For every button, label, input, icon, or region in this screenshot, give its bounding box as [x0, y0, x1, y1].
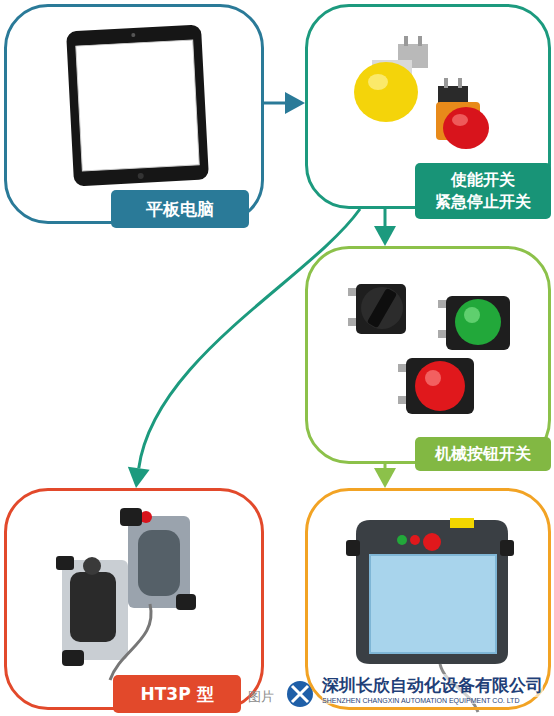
- selector-switch-picture: [348, 284, 406, 334]
- pendant-picture-part: [356, 520, 508, 664]
- enable-switch-picture: [354, 36, 428, 122]
- rounded-box: 平板电脑: [4, 4, 264, 224]
- red-button-picture: [398, 358, 474, 414]
- ht3p-picture-part: [56, 556, 74, 570]
- pendant-picture-part: [423, 533, 441, 551]
- green-button-picture-part: [455, 299, 501, 345]
- ht3p-picture-part: [62, 560, 128, 660]
- arrow-connector: [264, 92, 305, 114]
- ht3p-picture-part: [62, 650, 84, 666]
- emergency-stop-picture: [436, 78, 489, 149]
- rounded-box: 机械按钮开关: [305, 246, 551, 464]
- watermark-logo-part: [287, 681, 313, 707]
- connector-line: [384, 464, 387, 468]
- pendant-picture-part: [346, 540, 360, 556]
- pendant-picture-part: [370, 555, 496, 653]
- selector-switch-picture-part: [361, 287, 403, 329]
- arrow-connector: [374, 464, 396, 488]
- red-button-picture-part: [425, 370, 441, 386]
- green-button-picture-part: [464, 307, 480, 323]
- watermark-logo-part: [292, 686, 308, 702]
- ht3p-picture-part: [83, 557, 101, 575]
- emergency-stop-picture-part: [444, 78, 448, 88]
- arrow-head: [128, 467, 150, 488]
- emergency-stop-picture-part: [443, 107, 489, 149]
- rounded-box: 使能开关 紧急停止开关: [305, 4, 551, 209]
- ht3p-picture-part: [110, 604, 151, 680]
- ht3p-picture-part: [138, 530, 180, 596]
- emergency-stop-picture-part: [458, 78, 462, 88]
- enable-switch-picture-part: [354, 62, 418, 122]
- arrow-connector: [374, 209, 396, 246]
- tablet-picture: [66, 25, 209, 187]
- pendant-picture-part: [450, 518, 474, 528]
- pendant-picture-part: [500, 540, 514, 556]
- green-button-picture: [438, 296, 510, 350]
- green-button-picture-part: [446, 296, 510, 350]
- red-button-picture-part: [406, 358, 474, 414]
- node-label-tab: 平板电脑: [111, 190, 249, 228]
- arrow-connector: [128, 209, 360, 488]
- ht3p-picture: [56, 508, 196, 680]
- arrow-head: [374, 226, 396, 246]
- rounded-box: 深圳长欣自动化设备有限公司SHENZHEN CHANGXIN AUTOMATIO…: [305, 488, 551, 710]
- node-label-tab: HT3P 型: [113, 675, 241, 713]
- tablet-picture-part: [131, 33, 135, 37]
- enable-switch-picture-part: [404, 36, 408, 46]
- emergency-stop-picture-part: [452, 114, 468, 126]
- watermark-text: SHENZHEN CHANGXIN AUTOMATION EQUIPMENT C…: [322, 697, 519, 704]
- node-label-tab: 机械按钮开关: [415, 437, 551, 471]
- pendant-picture-part: [410, 535, 420, 545]
- connector-line: [384, 209, 387, 226]
- watermark-text: 深圳长欣自动化设备有限公司: [322, 674, 543, 697]
- ht3p-picture-part: [176, 594, 196, 610]
- connector-line: [264, 102, 285, 105]
- selector-switch-picture-part: [367, 288, 397, 329]
- connector-line: [139, 209, 360, 468]
- node-label-tab: 使能开关 紧急停止开关: [415, 163, 551, 219]
- enable-switch-picture-part: [368, 74, 388, 90]
- arrow-head: [285, 92, 305, 114]
- red-button-picture-part: [415, 361, 465, 411]
- arrow-head: [374, 468, 396, 488]
- pendant-picture-part: [397, 535, 407, 545]
- tablet-picture-part: [76, 40, 199, 171]
- selector-switch-picture-part: [356, 284, 406, 334]
- tablet-picture-part: [138, 173, 144, 179]
- rounded-box: HT3P 型: [4, 488, 264, 710]
- enable-switch-picture-part: [418, 36, 422, 46]
- watermark-logo: [287, 681, 313, 707]
- ht3p-picture-part: [70, 572, 116, 642]
- pendant-picture-part: [370, 555, 496, 653]
- tablet-picture-part: [66, 25, 209, 187]
- ht3p-picture-part: [120, 508, 142, 526]
- watermark-text: 图片: [248, 688, 274, 706]
